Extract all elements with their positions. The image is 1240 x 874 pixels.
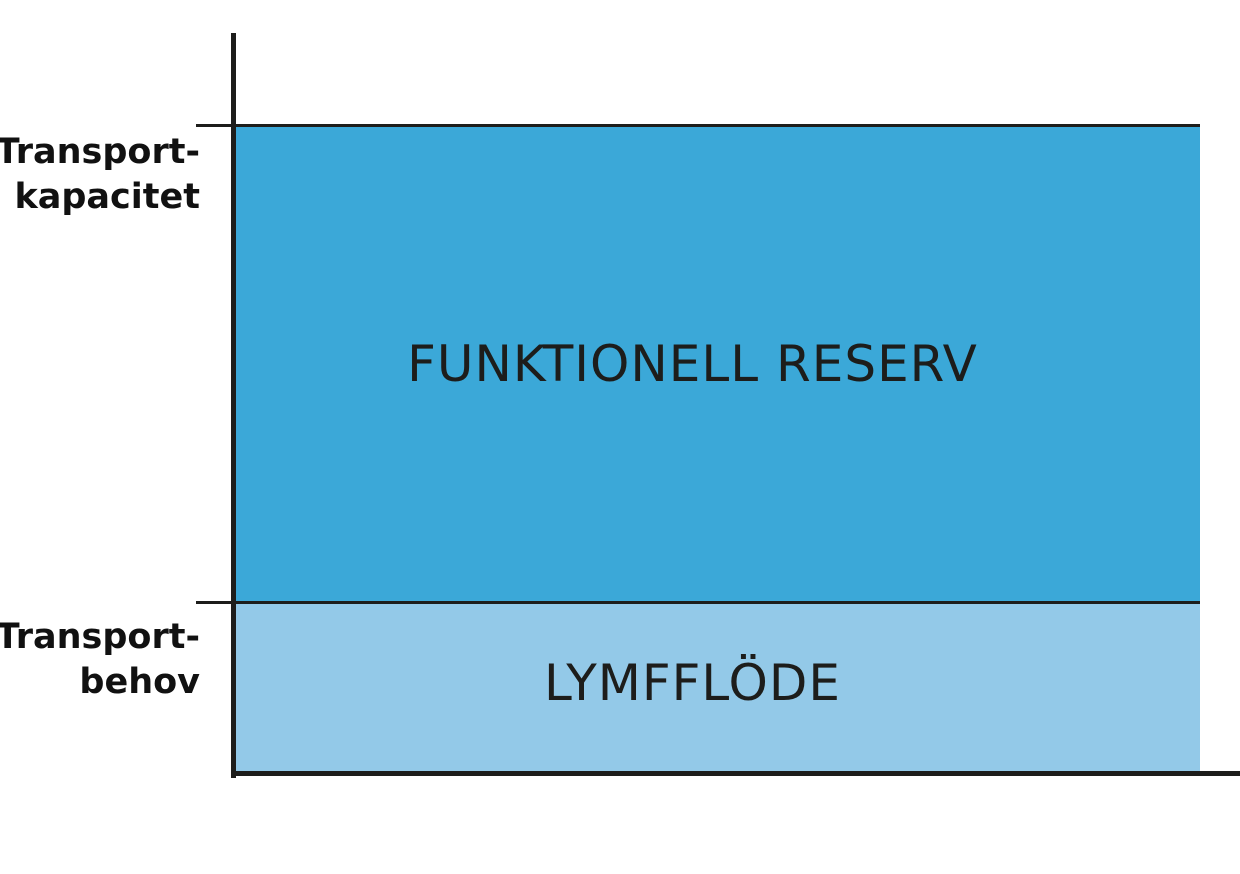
transport-demand-line — [196, 601, 1200, 604]
transport-demand-label: Transport- behov — [0, 615, 200, 705]
x-axis — [231, 771, 1240, 776]
functional-reserve-zone: FUNKTIONELL RESERV — [235, 126, 1200, 603]
transport-capacity-label-line-2: kapacitet — [14, 177, 200, 217]
transport-capacity-label: Transport- kapacitet — [0, 130, 200, 220]
y-axis — [231, 33, 236, 778]
transport-capacity-label-line-1: Transport- — [0, 132, 200, 172]
lymph-flow-label: LYMFFLÖDE — [544, 654, 841, 712]
transport-demand-label-line-2: behov — [79, 662, 200, 702]
transport-demand-label-line-1: Transport- — [0, 617, 200, 657]
lymph-flow-zone: LYMFFLÖDE — [235, 603, 1200, 774]
functional-reserve-label: FUNKTIONELL RESERV — [407, 335, 978, 393]
transport-capacity-line — [196, 124, 1200, 127]
